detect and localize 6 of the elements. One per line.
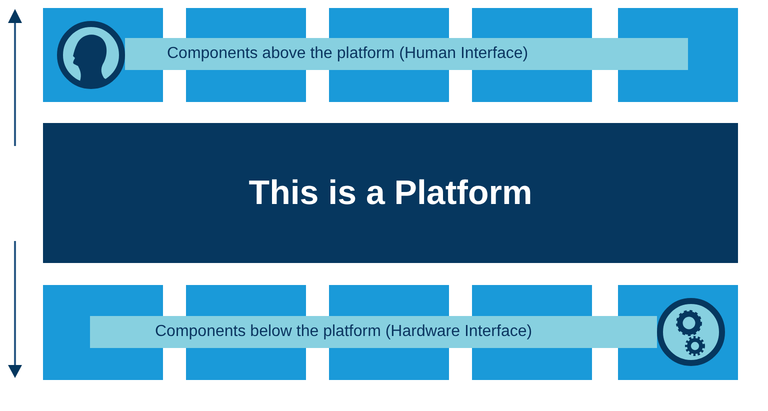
band-label: Components above the platform (Human Interface) [167,45,528,63]
platform-box [43,123,738,263]
interface-band [90,316,657,348]
band-label: Components below the platform (Hardware Interface) [155,323,532,341]
platform-title: This is a Platform [248,174,532,212]
interface-band [125,38,688,70]
